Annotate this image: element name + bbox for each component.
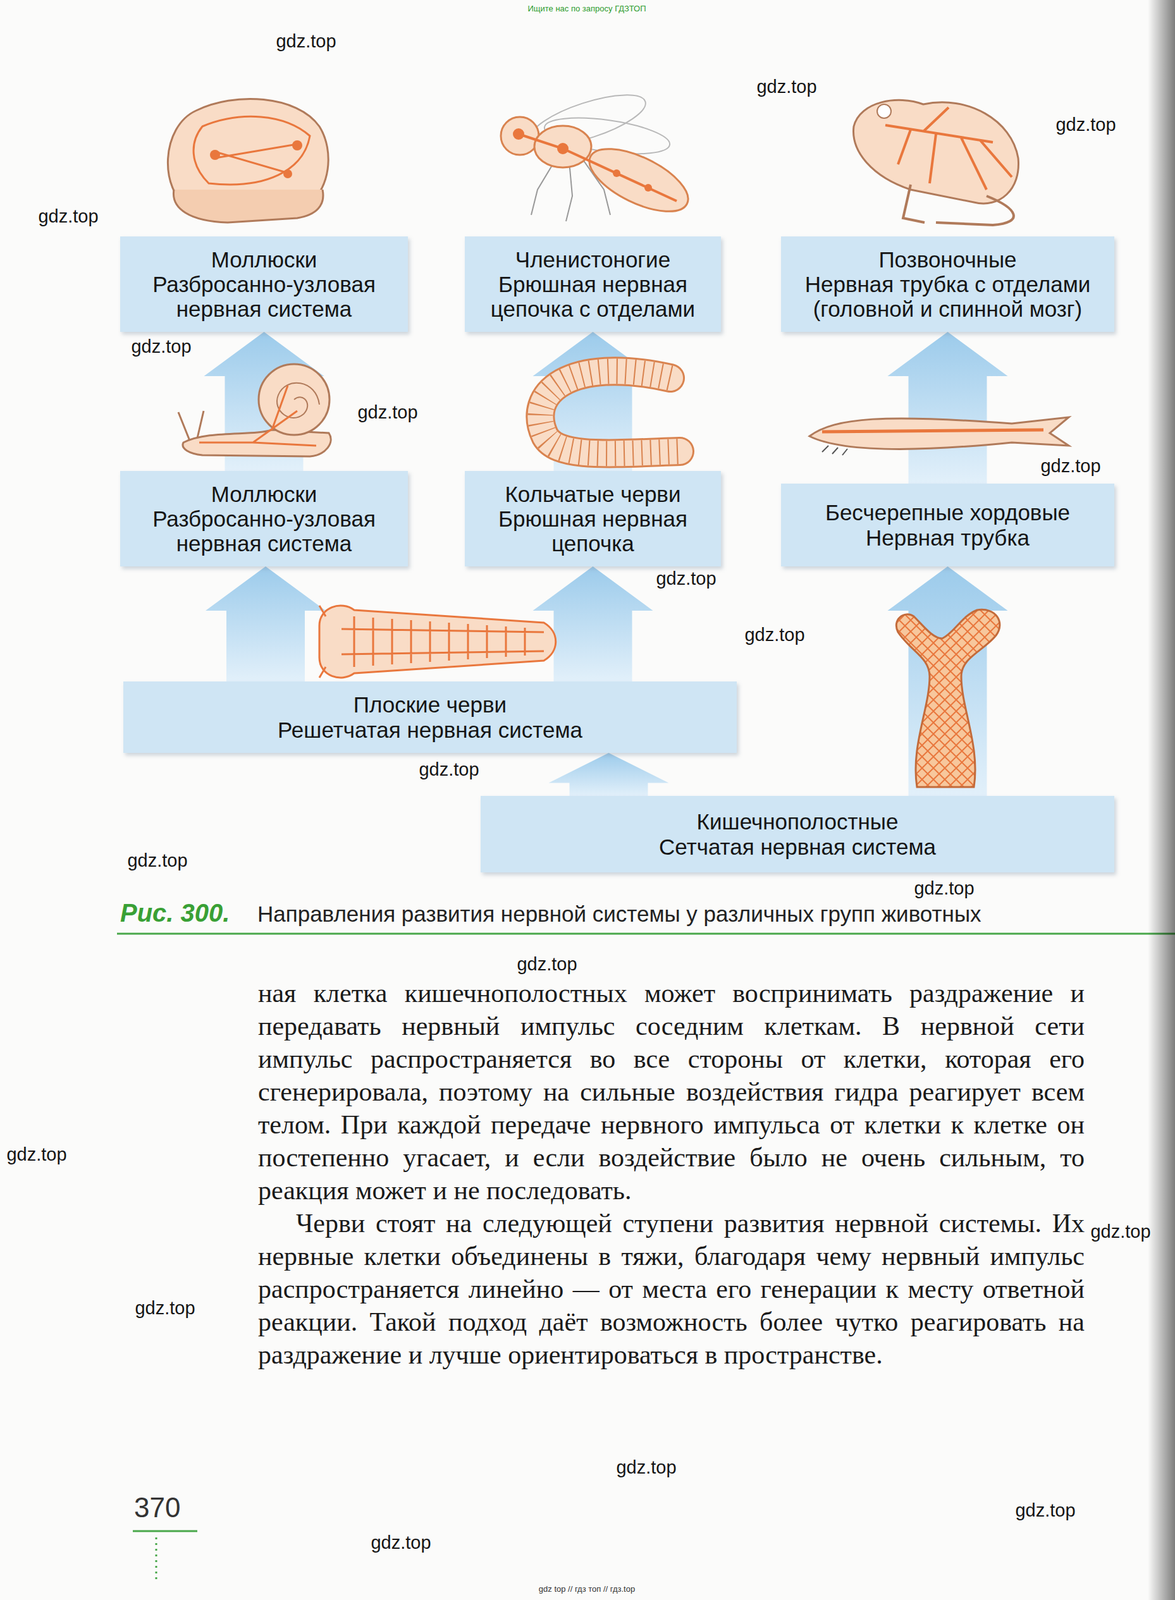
nerve-line (199, 385, 317, 446)
group-band: ПозвоночныеНервная трубка с отделами (го… (781, 236, 1115, 333)
watermark: gdz.top (37, 206, 99, 228)
caption-rule (116, 933, 1175, 936)
evolution-arrow (548, 753, 670, 797)
watermark: gdz.top (127, 850, 188, 872)
watermark: gdz.top (913, 878, 974, 900)
nerve-chain (518, 134, 677, 202)
nerve-tube (885, 107, 1012, 190)
watermark: gdz.top (655, 568, 716, 590)
group-name: Кишечнополостные (696, 809, 899, 835)
worm-outline (540, 371, 680, 454)
group-name: Бесчерепные хордовые (825, 500, 1071, 525)
group-band: МоллюскиРазбросанно-узловая нервная сист… (120, 236, 408, 333)
ganglion (644, 184, 653, 192)
lancelet-fin (822, 445, 848, 456)
evolution-arrow (533, 566, 654, 682)
figure-caption: Направления развития нервной системы у р… (257, 901, 982, 928)
tentacle (178, 411, 204, 441)
group-band: МоллюскиРазбросанно-узловая нервная сист… (120, 471, 408, 567)
nervous-system-type: Разбросанно-узловая нервная система (127, 271, 401, 322)
planarian-body (319, 605, 556, 678)
watermark: gdz.top (1040, 455, 1101, 477)
watermark: gdz.top (516, 954, 577, 976)
page-number-rule (132, 1531, 198, 1533)
group-band: Бесчерепные хордовыеНервная трубка (781, 483, 1115, 567)
watermark: gdz.top (418, 759, 479, 781)
ganglion (292, 140, 303, 151)
shell-lip (173, 189, 323, 223)
frog-leg (903, 184, 1014, 226)
group-band: КишечнополостныеСетчатая нервная система (480, 796, 1115, 873)
nervous-system-type: Брюшная нервная цепочка (472, 506, 714, 556)
evolution-arrow (887, 332, 1009, 484)
group-name: Плоские черви (353, 692, 507, 718)
nervous-system-type: Разбросанно-узловая нервная система (127, 506, 401, 556)
watermark: gdz.top (130, 336, 191, 358)
frog-eye (877, 104, 892, 119)
watermark: gdz.top (756, 76, 817, 98)
watermark: gdz.top (370, 1532, 431, 1554)
frog-body (853, 99, 1019, 204)
lancelet-body (809, 417, 1069, 450)
group-name: Членистоногие (515, 247, 671, 272)
group-name: Позвоночные (878, 247, 1017, 272)
page-number: 370 (134, 1492, 181, 1525)
figure-number: Рис. 300. (120, 899, 230, 928)
nerve-ladder (319, 605, 544, 678)
nervous-system-type: Брюшная нервная цепочка с отделами (472, 271, 714, 322)
watermark: gdz.top (1015, 1500, 1076, 1522)
worm-body (540, 371, 680, 454)
ganglion (557, 142, 569, 155)
fly-thorax (534, 125, 592, 168)
group-band: Плоские червиРешетчатая нервная система (123, 681, 737, 754)
watermark: gdz.top (1090, 1221, 1151, 1243)
nervous-system-type: Нервная трубка с отделами (головной и сп… (788, 271, 1107, 322)
fly-abdomen (580, 135, 697, 224)
watermark: gdz.top (275, 30, 336, 52)
body-paragraph: Черви стоят на следующей ступени развити… (258, 1207, 1085, 1372)
group-band: Кольчатые червиБрюшная нервная цепочка (464, 471, 721, 567)
watermark: gdz.top (1055, 114, 1116, 136)
nervous-system-type: Решетчатая нервная система (277, 717, 583, 743)
group-name: Моллюски (211, 481, 318, 507)
ganglion (209, 149, 221, 160)
body-text-column: ная клетка кишечнополостных может воспри… (258, 977, 1085, 1372)
body-paragraph: ная клетка кишечнополостных может воспри… (258, 977, 1085, 1208)
worm-segments (540, 371, 680, 454)
watermark: gdz.top (615, 1457, 677, 1479)
evolution-arrow (205, 566, 326, 682)
page-number-dots (155, 1537, 158, 1583)
group-name: Моллюски (211, 247, 318, 272)
footer-note: gdz top // гдз топ // гдз.top (538, 1584, 635, 1595)
nervous-system-type: Нервная трубка (865, 525, 1030, 551)
ganglion (612, 169, 621, 178)
watermark: gdz.top (357, 402, 418, 424)
hydra-body (896, 609, 1000, 788)
ganglion (283, 169, 293, 179)
group-band: ЧленистоногиеБрюшная нервная цепочка с о… (464, 236, 721, 333)
group-name: Кольчатые черви (504, 481, 681, 507)
snail-shell (258, 364, 330, 436)
watermark: gdz.top (6, 1144, 67, 1166)
page-fold-shadow (1147, 0, 1175, 1600)
nerve-tube (822, 430, 1044, 432)
fly-head (500, 116, 539, 155)
nerve-line (193, 116, 310, 185)
site-banner: Ищите нас по запросу ГДЗТОП (527, 3, 646, 14)
watermark: gdz.top (744, 624, 805, 646)
watermark: gdz.top (134, 1298, 195, 1320)
evolution-arrow (887, 566, 1009, 797)
nervous-system-type: Сетчатая нервная система (658, 834, 936, 860)
ganglion (512, 128, 525, 140)
